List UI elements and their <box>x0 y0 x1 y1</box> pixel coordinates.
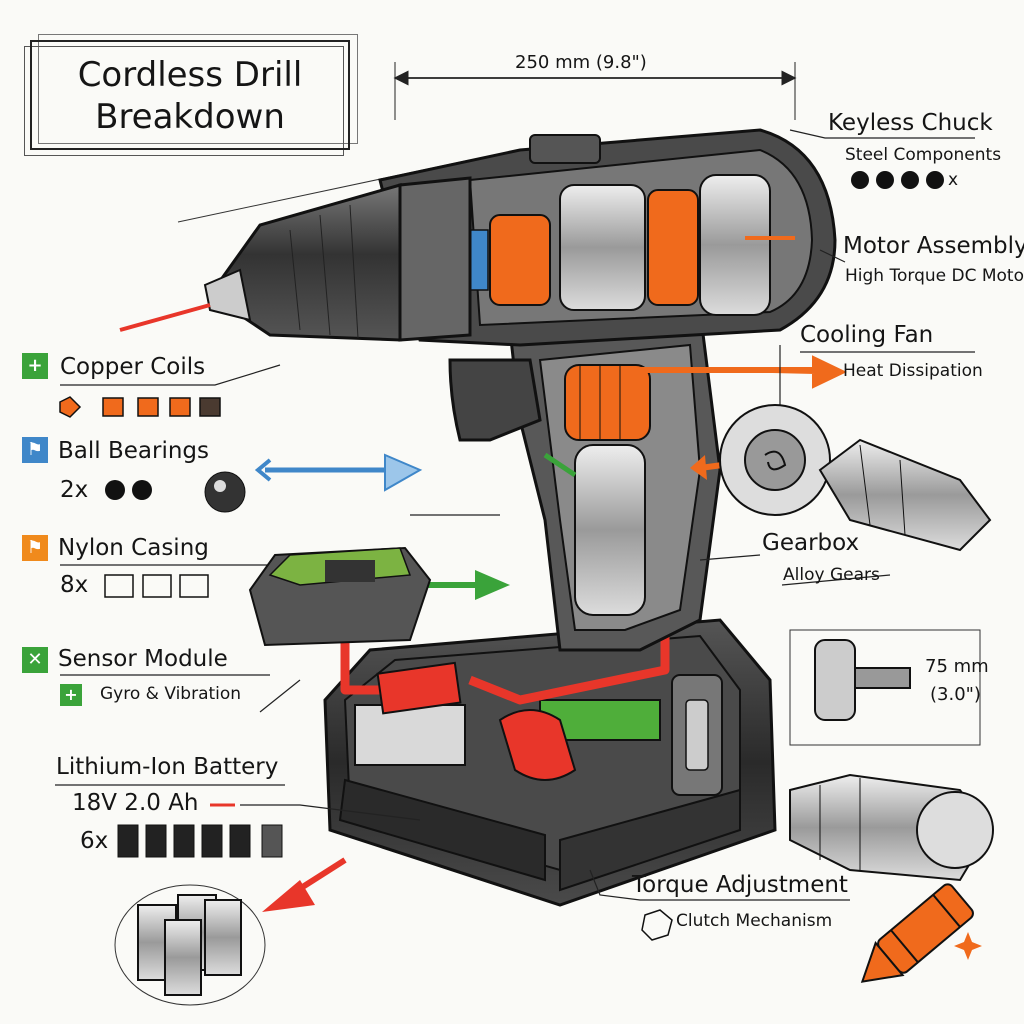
label-ball-bearings-count: 2x <box>60 477 89 503</box>
crayon-icon <box>860 883 974 983</box>
label-cooling-fan-sub: Heat Dissipation <box>843 361 983 381</box>
leader-lines <box>55 129 975 901</box>
label-motor-assembly: Motor Assembly <box>843 233 1024 259</box>
bearing-dots <box>105 471 246 513</box>
title-frame <box>24 46 344 156</box>
label-nylon-casing-count: 8x <box>60 572 89 598</box>
label-motor-assembly-sub: High Torque DC Motor <box>845 266 1024 286</box>
sparkle-icon <box>954 932 982 960</box>
label-copper-coils: Copper Coils <box>60 354 206 380</box>
dimension-overall-length: 250 mm (9.8") <box>515 52 647 73</box>
label-battery: Lithium-Ion Battery <box>56 754 279 780</box>
casing-boxes <box>104 574 209 598</box>
dimension-part-mm: 75 mm <box>925 656 989 677</box>
chuck-part <box>818 438 992 552</box>
label-sensor-module: Sensor Module <box>58 646 228 672</box>
sensor-module-board <box>248 546 432 647</box>
clutch-icon <box>641 909 673 941</box>
chuck-dots <box>851 171 944 189</box>
label-gearbox-sub: Alloy Gears <box>783 565 880 585</box>
copper-coil-swatches <box>59 396 221 418</box>
callout-arrows <box>210 236 847 912</box>
label-gearbox: Gearbox <box>762 530 860 556</box>
title-line-2: Breakdown <box>95 97 285 137</box>
drill-body <box>378 128 837 347</box>
label-keyless-chuck: Keyless Chuck <box>828 110 993 136</box>
label-torque-adjustment-sub: Clutch Mechanism <box>676 911 833 931</box>
fan-part <box>719 404 831 516</box>
label-sensor-module-sub: Gyro & Vibration <box>100 684 242 704</box>
title-box: Cordless Drill Breakdown <box>24 34 358 156</box>
chuck <box>119 176 472 342</box>
dimension-part-in: (3.0") <box>930 684 981 705</box>
battery-pack <box>323 618 777 907</box>
label-nylon-casing: Nylon Casing <box>58 535 209 561</box>
clutch-part <box>789 773 994 882</box>
label-battery-count: 6x <box>80 828 109 854</box>
title-frame <box>38 34 358 144</box>
label-keyless-chuck-count: x <box>948 170 959 190</box>
trigger <box>448 358 542 442</box>
battery-cells-cluster <box>114 884 266 1006</box>
plus-icon: + <box>22 353 48 379</box>
label-ball-bearings: Ball Bearings <box>58 438 209 464</box>
title-line-1: Cordless Drill <box>77 55 303 95</box>
title-frame <box>30 40 350 150</box>
label-torque-adjustment: Torque Adjustment <box>632 872 848 898</box>
flag-icon: ⚑ <box>22 437 48 463</box>
red-connector <box>376 661 462 715</box>
label-cooling-fan: Cooling Fan <box>800 322 934 348</box>
plus-icon: + <box>60 684 82 706</box>
bearing-detail-part <box>789 629 981 746</box>
label-keyless-chuck-sub: Steel Components <box>845 145 1002 165</box>
label-battery-spec: 18V 2.0 Ah <box>72 790 199 816</box>
drill-handle <box>508 308 722 652</box>
battery-cells-row <box>117 824 283 858</box>
flag-icon: ⚑ <box>22 535 48 561</box>
x-icon: ✕ <box>22 647 48 673</box>
